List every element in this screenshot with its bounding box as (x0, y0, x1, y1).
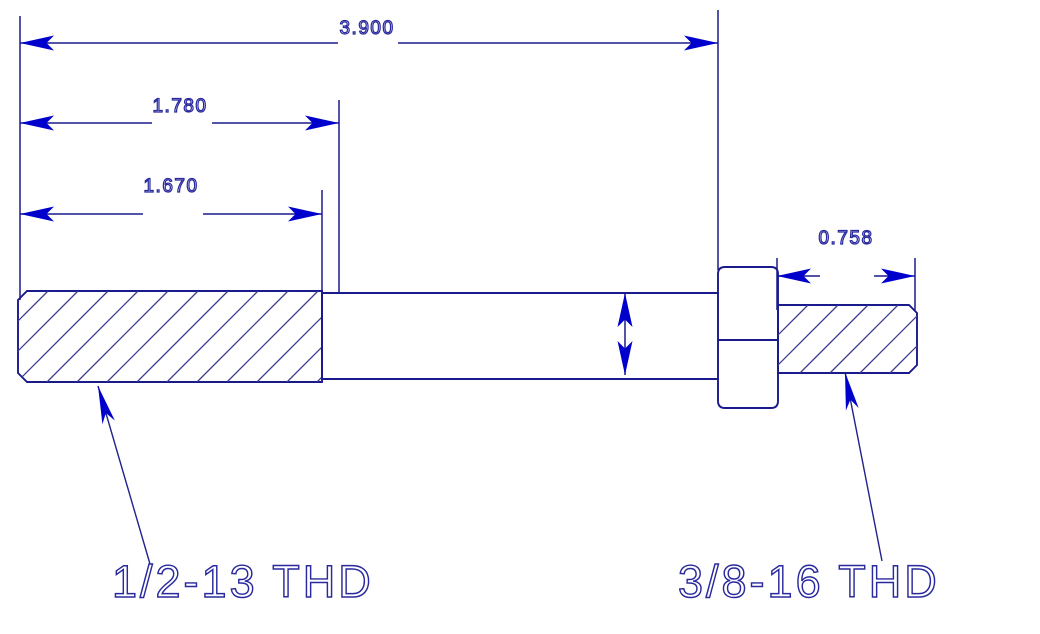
hatch-line (18, 291, 19, 382)
hex-head (717, 266, 779, 409)
leader-right-thread-note (844, 371, 883, 562)
hatch-line (18, 291, 109, 382)
dim-label-overall-length: 3.900 (339, 18, 394, 39)
right-threaded-section (777, 304, 1040, 374)
hatch-line (76, 291, 169, 382)
arrowhead-right-shoulder-length (305, 115, 339, 131)
head-outline (717, 266, 779, 409)
hatch-line (950, 305, 1018, 373)
arrowhead-left-thread-length-left (20, 206, 54, 222)
arrowhead-right-thread-length-right (881, 268, 915, 284)
note-right-thread-spec: 3/8-16 THD (678, 556, 940, 607)
left-threaded-section (17, 290, 498, 383)
hatch-line (46, 291, 139, 382)
hatch-line (778, 305, 809, 373)
part-geometry (17, 266, 1040, 409)
hatch-line (889, 305, 917, 373)
right-thread-hatching (778, 305, 1040, 373)
hatch-line (166, 291, 259, 382)
shank-outline (321, 292, 718, 380)
hatch-line (347, 291, 438, 382)
hatch-line (778, 305, 779, 373)
hatch-line (980, 305, 1040, 373)
leader-arrowhead-left-thread-note (98, 386, 115, 425)
arrowhead-right-thread-length-left (288, 206, 322, 222)
hatch-line (18, 291, 49, 382)
dim-label-thread-length-left: 1.670 (143, 176, 198, 197)
hatch-line (256, 291, 322, 382)
hatch-line (316, 291, 322, 382)
extension-lines-group (19, 10, 916, 310)
dimension-lines-group (20, 35, 915, 375)
arrowhead-left-overall-length (20, 35, 54, 51)
hatch-line (778, 305, 839, 373)
hatch-line (859, 305, 917, 373)
hatch-line (106, 291, 199, 382)
leader-left-thread-note (97, 385, 151, 565)
right-thread-outline (777, 304, 918, 374)
hatch-line (286, 291, 322, 382)
arrowhead-left-shoulder-length (20, 115, 54, 131)
leader-arrowhead-right-thread-note (845, 372, 859, 411)
hatch-line (226, 291, 319, 382)
leader-lines-group (97, 371, 883, 565)
dim-label-shoulder-length: 1.780 (152, 96, 207, 117)
hatch-line (799, 305, 869, 373)
hatch-line (829, 305, 899, 373)
hatch-line (377, 291, 468, 382)
hatch-line (196, 291, 289, 382)
hatch-line (136, 291, 229, 382)
left-thread-outline (17, 290, 323, 383)
arrowhead-right-overall-length (684, 35, 718, 51)
note-left-thread-spec: 1/2-13 THD (112, 556, 374, 607)
left-thread-hatching (18, 291, 498, 382)
hatch-line (920, 305, 988, 373)
shank-section (321, 292, 718, 380)
hatch-line (407, 291, 498, 382)
arrowhead-left-thread-length-right (777, 268, 811, 284)
arrowhead-bottom-shank-diameter (617, 341, 633, 375)
arrowhead-top-shank-diameter (617, 293, 633, 327)
hatch-line (18, 291, 79, 382)
dim-label-thread-length-right: 0.758 (818, 228, 873, 249)
